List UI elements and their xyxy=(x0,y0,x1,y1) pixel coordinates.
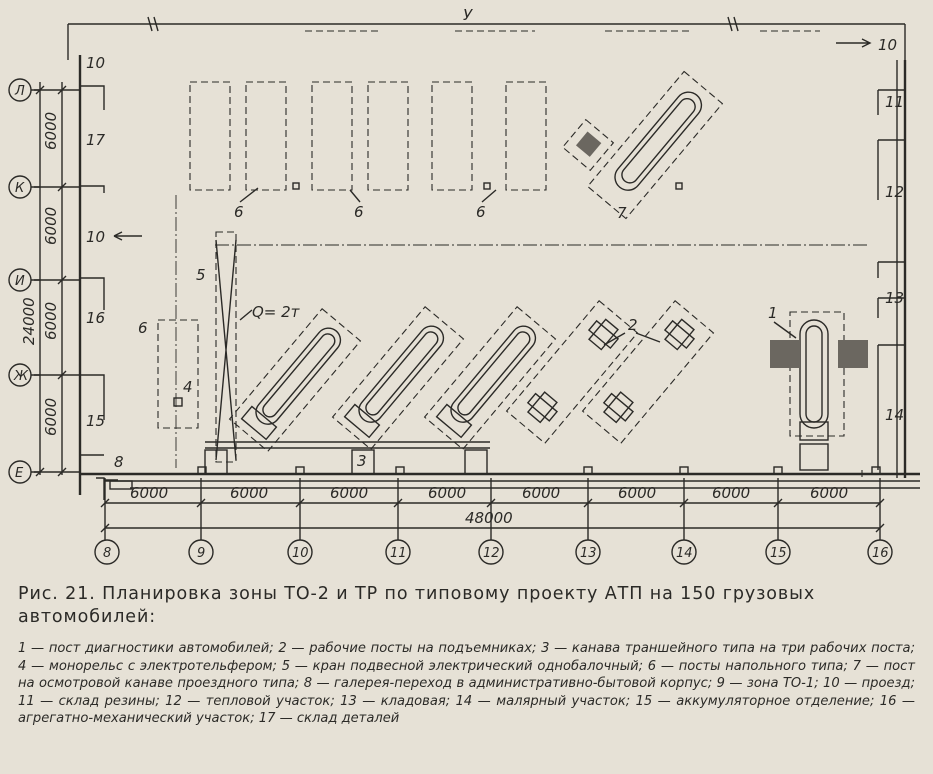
svg-text:14: 14 xyxy=(676,546,693,561)
grid-number-16: 16 xyxy=(867,539,893,565)
bottom-wall xyxy=(80,472,920,490)
svg-text:15: 15 xyxy=(770,546,787,561)
pit-post-c xyxy=(423,306,557,450)
svg-text:10: 10 xyxy=(292,546,309,561)
label-6c: 6 xyxy=(476,203,486,221)
grid-letter-e: Е xyxy=(8,460,32,484)
label-8: 8 xyxy=(114,453,124,471)
grid-number-8: 8 xyxy=(94,539,120,565)
grid-number-10: 10 xyxy=(287,539,313,565)
grid-letter-zh: Ж xyxy=(8,363,32,387)
svg-text:9: 9 xyxy=(197,546,205,561)
hdim-7: 6000 xyxy=(712,484,750,502)
crane-capacity: Q= 2т xyxy=(252,303,301,321)
hdim-total: 48000 xyxy=(465,509,513,527)
pit-post-a xyxy=(228,308,362,452)
lift-post-b xyxy=(581,300,715,444)
trench-pit-3 xyxy=(204,441,490,475)
label-7: 7 xyxy=(617,204,627,222)
figure-legend: 1 — пост диагностики автомобилей; 2 — ра… xyxy=(18,641,915,727)
top-wall xyxy=(67,16,906,60)
hdim-8: 6000 xyxy=(810,484,848,502)
label-15: 15 xyxy=(86,412,105,430)
overhead-crane-5 xyxy=(215,231,237,463)
vdim-1: 6000 xyxy=(42,112,60,150)
label-3: 3 xyxy=(357,452,367,470)
svg-text:Е: Е xyxy=(15,466,24,481)
grid-letter-i: И xyxy=(8,268,32,292)
svg-text:Л: Л xyxy=(14,84,25,99)
svg-text:И: И xyxy=(15,274,25,289)
bottom-columns xyxy=(197,466,881,475)
label-6a: 6 xyxy=(234,203,244,221)
svg-text:16: 16 xyxy=(872,546,889,561)
vdim-3: 6000 xyxy=(42,302,60,340)
grid-letter-l: Л xyxy=(8,78,32,102)
figure-caption: Рис. 21. Планировка зоны ТО-2 и ТР по ти… xyxy=(18,584,816,627)
label-10c: 10 xyxy=(878,36,897,54)
label-2: 2 xyxy=(628,316,638,334)
label-16: 16 xyxy=(86,309,105,327)
left-wall xyxy=(78,55,118,500)
hdim-4: 6000 xyxy=(428,484,466,502)
label-10a: 10 xyxy=(86,54,105,72)
label-13: 13 xyxy=(885,289,904,307)
hdim-6: 6000 xyxy=(618,484,656,502)
vdim-total: 24000 xyxy=(20,297,38,345)
grid-number-11: 11 xyxy=(385,539,411,565)
grid-number-15: 15 xyxy=(765,539,791,565)
svg-text:К: К xyxy=(15,181,25,196)
label-6b: 6 xyxy=(354,203,364,221)
label-17: 17 xyxy=(86,131,106,149)
label-1: 1 xyxy=(768,304,778,322)
label-12: 12 xyxy=(885,183,904,201)
hdim-3: 6000 xyxy=(330,484,368,502)
vdim-2: 6000 xyxy=(42,207,60,245)
top-axis-label: У xyxy=(463,6,473,24)
hdim-5: 6000 xyxy=(522,484,560,502)
grid-number-9: 9 xyxy=(188,539,214,565)
diagnostic-post-1 xyxy=(770,311,868,471)
label-4: 4 xyxy=(183,378,193,396)
pit-post-b xyxy=(331,306,465,450)
svg-text:Ж: Ж xyxy=(13,369,29,384)
label-5: 5 xyxy=(196,266,206,284)
floor-posts-upper xyxy=(189,81,683,191)
floor-plan-drawing: У 6000 6000 6000 6000 240 xyxy=(8,6,920,565)
bottom-dimension-chain xyxy=(100,478,885,540)
left-dimension-chain xyxy=(34,82,80,477)
floor-post-monorail xyxy=(157,319,199,429)
grid-number-13: 13 xyxy=(575,539,601,565)
hdim-2: 6000 xyxy=(230,484,268,502)
label-10b: 10 xyxy=(86,228,105,246)
monorail-hoist xyxy=(173,397,183,407)
grid-letter-k: К xyxy=(8,175,32,199)
grid-number-12: 12 xyxy=(478,539,504,565)
lift-post-a xyxy=(505,300,639,444)
vdim-4: 6000 xyxy=(42,398,60,436)
svg-text:12: 12 xyxy=(483,546,500,561)
svg-text:11: 11 xyxy=(390,546,407,561)
svg-text:8: 8 xyxy=(103,546,111,561)
label-14: 14 xyxy=(885,406,904,424)
inspection-pit-post-7 xyxy=(586,70,724,220)
grid-number-14: 14 xyxy=(671,539,697,565)
tire-storage-rack xyxy=(561,118,615,172)
hdim-1: 6000 xyxy=(130,484,168,502)
svg-text:13: 13 xyxy=(580,546,597,561)
label-11: 11 xyxy=(885,93,904,111)
label-6d: 6 xyxy=(138,319,148,337)
